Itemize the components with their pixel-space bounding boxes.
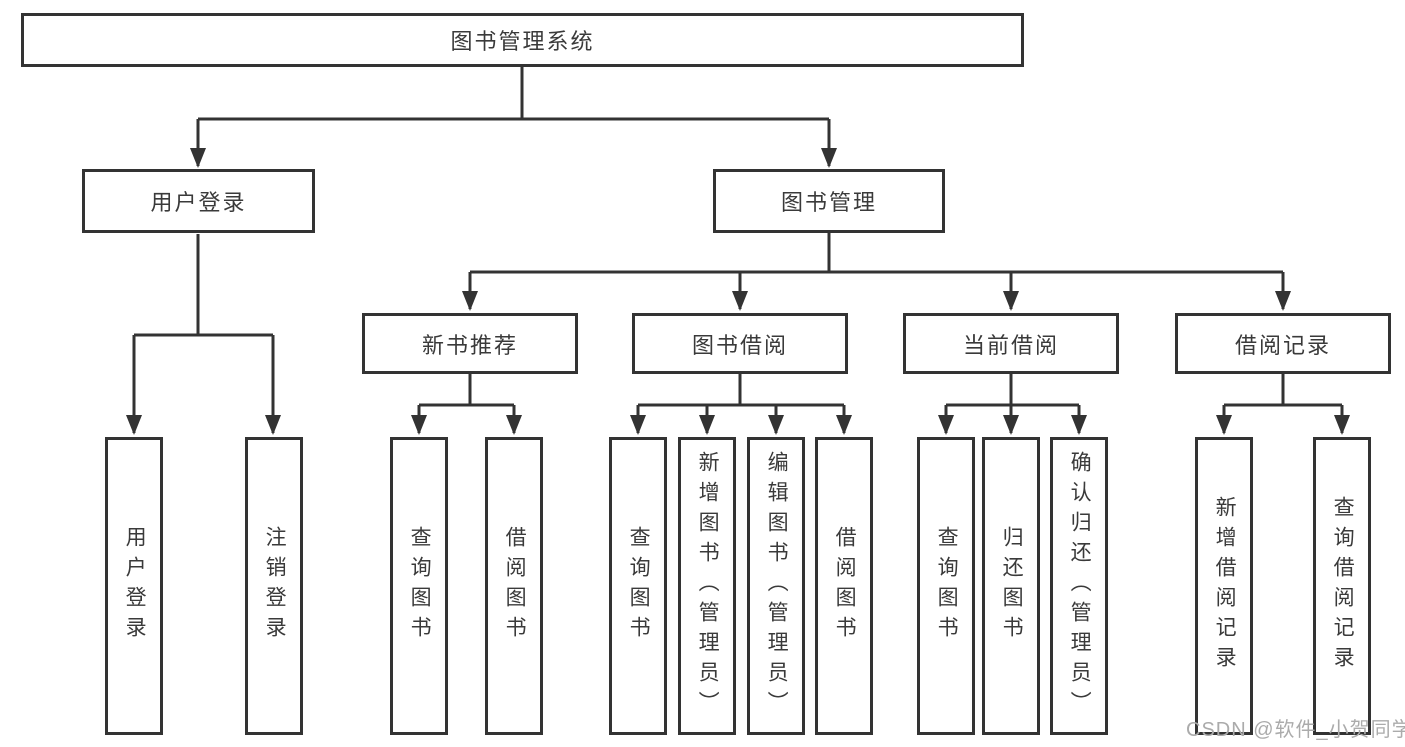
node-nbr-query-books-label: 查询图书 — [408, 526, 432, 646]
node-current-borrowing-label: 当前借阅 — [962, 332, 1059, 358]
node-bb-borrow-books-label: 借阅图书 — [833, 526, 857, 646]
csdn-watermark: CSDN @软件_小贺同学 — [1186, 719, 1405, 741]
node-br-add-record-label: 新增借阅记录 — [1213, 496, 1237, 676]
node-br-add-record: 新增借阅记录 — [1195, 437, 1253, 735]
node-user-login-label: 用户登录 — [150, 190, 247, 215]
node-br-query-record: 查询借阅记录 — [1313, 437, 1371, 735]
node-cb-return-books: 归还图书 — [982, 437, 1040, 735]
node-bb-query-books-label: 查询图书 — [627, 526, 651, 646]
node-book-borrowing-label: 图书借阅 — [691, 332, 788, 358]
node-cb-confirm-return-admin-label: 确认归还（管理员） — [1068, 451, 1092, 721]
node-current-borrowing: 当前借阅 — [903, 313, 1119, 374]
node-root-label: 图书管理系统 — [450, 29, 595, 54]
node-new-book-recommend-label: 新书推荐 — [421, 332, 518, 358]
node-cb-confirm-return-admin: 确认归还（管理员） — [1050, 437, 1108, 735]
node-book-management-label: 图书管理 — [780, 190, 877, 215]
connector-arrows — [126, 119, 1350, 435]
node-bb-borrow-books: 借阅图书 — [815, 437, 873, 735]
node-user-login-action: 用户登录 — [105, 437, 163, 735]
node-root: 图书管理系统 — [21, 13, 1024, 67]
node-user-login-action-label: 用户登录 — [123, 526, 147, 646]
connector-trunks — [134, 67, 1342, 407]
node-user-login: 用户登录 — [82, 169, 315, 233]
node-logout: 注销登录 — [245, 437, 303, 735]
node-cb-query-books-label: 查询图书 — [935, 526, 959, 646]
node-new-book-recommend: 新书推荐 — [362, 313, 578, 374]
node-bb-query-books: 查询图书 — [609, 437, 667, 735]
node-borrowing-records: 借阅记录 — [1175, 313, 1391, 374]
node-book-borrowing: 图书借阅 — [632, 313, 848, 374]
node-borrowing-records-label: 借阅记录 — [1234, 332, 1331, 358]
node-bb-add-books-admin: 新增图书（管理员） — [678, 437, 736, 735]
node-cb-return-books-label: 归还图书 — [1000, 526, 1024, 646]
node-nbr-query-books: 查询图书 — [390, 437, 448, 735]
node-bb-edit-books-admin-label: 编辑图书（管理员） — [765, 451, 789, 721]
node-bb-add-books-admin-label: 新增图书（管理员） — [696, 451, 720, 721]
node-br-query-record-label: 查询借阅记录 — [1331, 496, 1355, 676]
node-cb-query-books: 查询图书 — [917, 437, 975, 735]
node-bb-edit-books-admin: 编辑图书（管理员） — [747, 437, 805, 735]
node-nbr-borrow-books-label: 借阅图书 — [503, 526, 527, 646]
node-nbr-borrow-books: 借阅图书 — [485, 437, 543, 735]
node-book-management: 图书管理 — [713, 169, 945, 233]
node-logout-label: 注销登录 — [263, 526, 287, 646]
